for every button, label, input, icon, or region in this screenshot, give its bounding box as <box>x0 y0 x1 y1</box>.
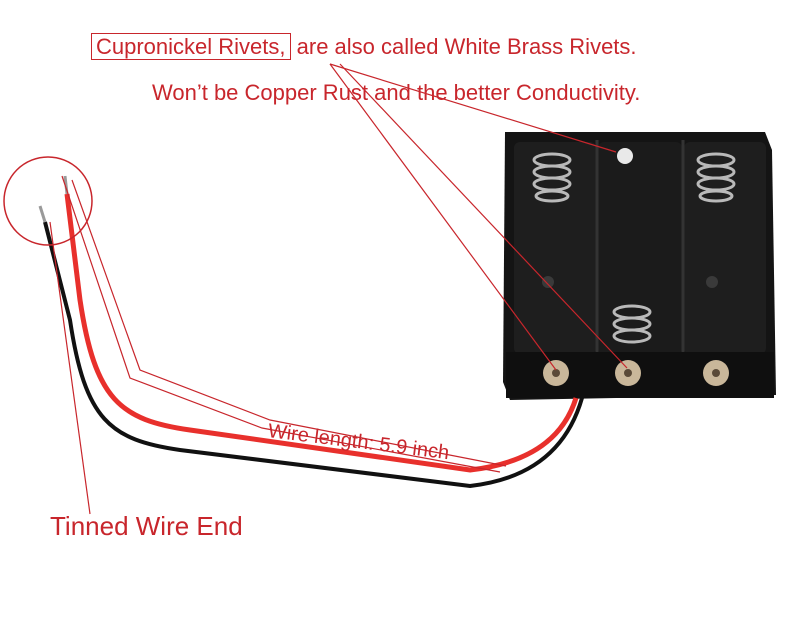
spring-contact-middle <box>612 304 652 344</box>
spring-contact-right <box>696 152 736 203</box>
rivet-callout-line1: Cupronickel Rivets, are also called Whit… <box>91 33 637 60</box>
tinned-end-black <box>38 205 47 223</box>
rivet-callout-line2: Won’t be Copper Rust and the better Cond… <box>152 80 641 105</box>
rivet-alias-text: are also called White Brass Rivets. <box>290 34 637 59</box>
rivet-1 <box>543 360 569 386</box>
tinned-wire-end-label: Tinned Wire End <box>50 511 243 541</box>
flat-contact <box>617 148 633 164</box>
spring-contact-left <box>532 152 572 203</box>
cupronickel-rivets-highlight: Cupronickel Rivets, <box>91 33 291 60</box>
callout-lines <box>49 63 628 515</box>
rivet-2 <box>615 360 641 386</box>
black-wire <box>43 221 584 489</box>
rivet-3 <box>703 360 729 386</box>
tinned-end-highlight <box>3 156 93 246</box>
red-wire <box>64 193 579 473</box>
